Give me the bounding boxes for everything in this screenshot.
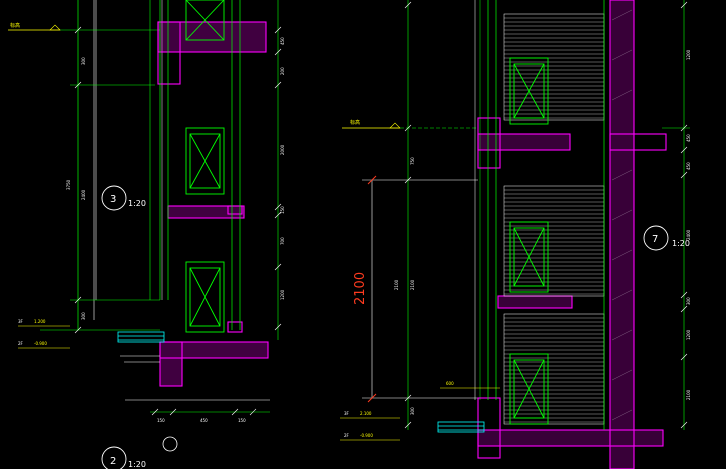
right-window-3 <box>509 353 549 425</box>
dim-left-bottom-2: 450 <box>200 418 208 423</box>
dim-right-r7: 2100 <box>686 389 691 400</box>
dim-right-3: 2100 <box>410 279 415 290</box>
callout-7-number: 7 <box>652 234 658 245</box>
dim-left-4: 300 <box>81 312 86 320</box>
elevation-marker-top-left: 标高 <box>8 22 61 31</box>
highlight-dimension-2100: 2100 <box>353 175 478 403</box>
dim-right-r1: 1200 <box>686 49 691 60</box>
elevation-3f-value-right: 2.100 <box>360 411 372 416</box>
elevation-3f-label-left: 3F <box>18 319 24 324</box>
callout-2-scale: 1:20 <box>128 460 146 469</box>
right-wall-structure <box>477 0 667 469</box>
dim-right-r5: 450 <box>686 162 691 170</box>
elevation-marker-3f-right: 3F 2.100 <box>340 411 400 419</box>
dim-left-5: 3750 <box>66 179 71 190</box>
callout-3-number: 3 <box>110 194 116 205</box>
left-section: 标高 3 1:20 300 3750 2400 300 <box>8 0 285 469</box>
elevation-2f-value-left: -0.900 <box>34 341 47 346</box>
callout-3: 3 1:20 <box>101 185 146 211</box>
elevation-2f-label-right: 2F <box>344 433 350 438</box>
elevation-label-mid-right: 标高 <box>350 119 360 126</box>
right-window-1 <box>509 57 549 125</box>
dim-left-3: 2400 <box>81 189 86 200</box>
dim-left-12: 1200 <box>280 289 285 300</box>
dim-left-9: 200 <box>280 67 285 75</box>
dim-left-bottom-3: 150 <box>238 418 246 423</box>
elevation-label-top-left: 标高 <box>10 22 20 29</box>
elevation-2f-value-right: -0.900 <box>360 433 373 438</box>
callout-7-scale: 1:20 <box>672 239 690 248</box>
elevation-3f-value-left: 1.200 <box>34 319 46 324</box>
callout-2: 2 1:20 <box>101 446 146 469</box>
left-waterproof-layer <box>117 331 165 343</box>
dim-right-2: 750 <box>410 157 415 165</box>
dim-right-r8: 600 <box>446 381 454 386</box>
dim-right-r2: 450 <box>686 134 691 142</box>
elevation-marker-2f-left: 2F -0.900 <box>18 341 70 349</box>
dim-left-1: 300 <box>81 57 86 65</box>
callout-7: 7 1:20 <box>643 225 690 251</box>
dim-right-4: 300 <box>410 407 415 415</box>
callout-3-scale: 1:20 <box>128 199 146 208</box>
elevation-3f-label-right: 3F <box>344 411 350 416</box>
right-waterproof-layer <box>437 421 485 433</box>
callout-2-number: 2 <box>110 456 116 467</box>
highlight-dimension-2100-label: 2100 <box>353 272 368 305</box>
elevation-marker-2f-right: 2F -0.900 <box>340 433 400 441</box>
elevation-marker-mid-right: 标高 <box>342 119 401 129</box>
elevation-2f-label-left: 2F <box>18 341 24 346</box>
right-window-2 <box>509 221 549 293</box>
dim-left-7: 2000 <box>280 144 285 155</box>
dim-left-8: 450 <box>280 37 285 45</box>
dim-right-r3: 1200 <box>686 329 691 340</box>
right-section: 标高 2100 750 2100 2100 300 <box>340 0 691 469</box>
left-window-1 <box>185 0 225 41</box>
left-window-3 <box>185 261 225 333</box>
elevation-marker-3f-left: 3F 1.200 <box>18 319 70 327</box>
dim-right-r6: 300 <box>686 297 691 305</box>
dim-right-1: 2100 <box>394 279 399 290</box>
dim-left-bottom-1: 150 <box>157 418 165 423</box>
dim-right-r4: 2400 <box>686 229 691 240</box>
dim-left-11: 700 <box>280 237 285 245</box>
left-window-2 <box>185 127 225 195</box>
dim-left-10: 150 <box>280 206 285 214</box>
